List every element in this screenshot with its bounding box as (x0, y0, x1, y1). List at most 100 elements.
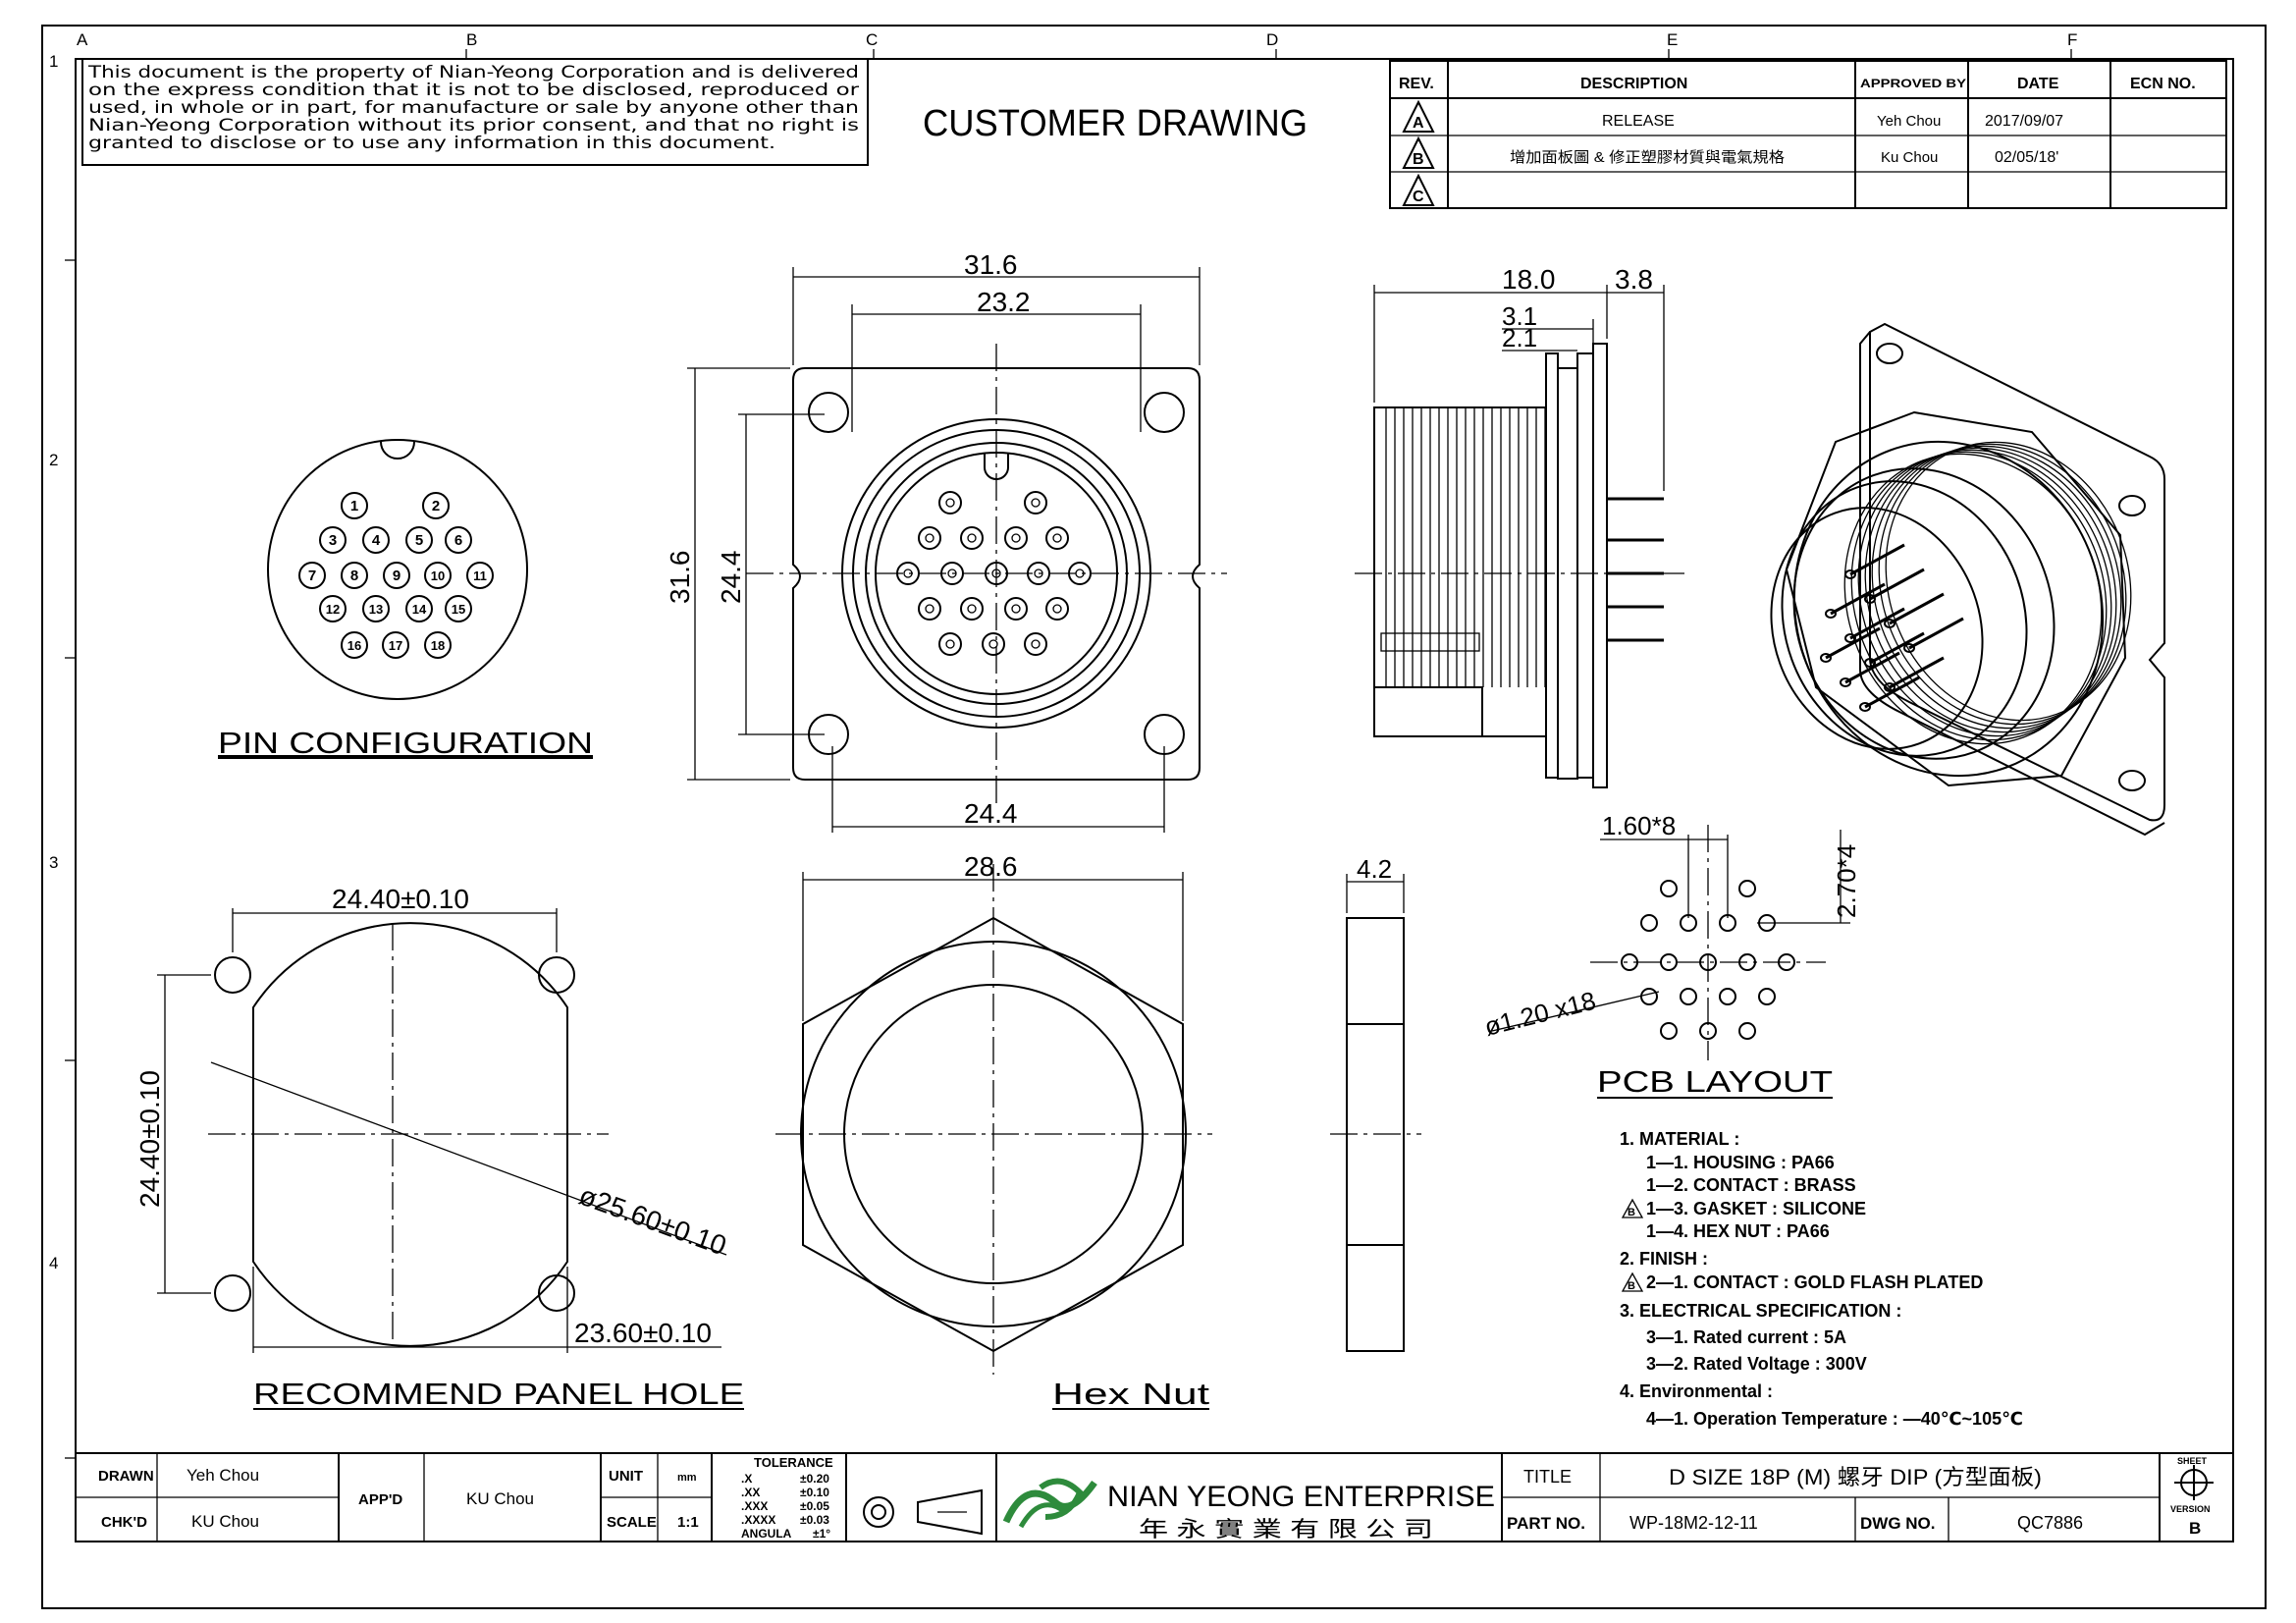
front-contact-3-core (925, 533, 934, 543)
front-contact-13-core (967, 604, 977, 614)
pin-5-circle (405, 526, 433, 554)
pin-9-circle (383, 562, 410, 589)
dim-panel-diameter: ø25.60±0.10 (575, 1180, 730, 1262)
title-label: TITLE (1523, 1467, 1572, 1487)
approved-by: KU Chou (466, 1489, 534, 1508)
note-line-3: 1—2. CONTACT : BRASS (1646, 1175, 1856, 1195)
dim-panel-height: 24.40±0.10 (134, 1070, 165, 1208)
pin-1-circle (341, 492, 368, 519)
version-label: VERSION (2170, 1504, 2211, 1514)
pcb-hole-13 (1680, 988, 1697, 1005)
front-contact-15 (1045, 597, 1069, 621)
side-thread-lines (1385, 407, 1546, 687)
pin-11-label: 11 (473, 568, 487, 583)
inner-border (75, 58, 2234, 1542)
outer-border (41, 25, 2267, 1609)
note-rev-marker-2-letter: B (1628, 1280, 1635, 1292)
title-value: D SIZE 18P (M) 螺牙 DIP (方型面板) (1669, 1465, 2042, 1489)
tolerance-key-2: .XX (741, 1486, 760, 1499)
pin-13-label: 13 (369, 602, 383, 617)
pcb-hole-10 (1738, 953, 1756, 971)
dim-pcb-pitch-y: 2.70*4 (1832, 844, 1861, 918)
front-view: 31.6 23.2 31.6 24.4 24.4 (665, 249, 1227, 833)
note-rev-marker-1 (1621, 1198, 1644, 1218)
rev-a-triangle (1402, 99, 1435, 133)
zone-markers: A B C D E F 1 2 3 4 (49, 30, 2077, 1459)
iso-pin (1844, 651, 1900, 684)
front-contact-14-core (1011, 604, 1021, 614)
note-line-1: 1. MATERIAL : (1620, 1129, 1739, 1149)
company-logo-icon (1002, 1478, 1097, 1529)
rev-b-letter: B (1413, 151, 1424, 168)
iso-pin-tip (1825, 609, 1837, 619)
pcb-hole-15 (1758, 988, 1776, 1005)
iso-pin-tip (1884, 682, 1896, 692)
pin-18-label: 18 (431, 638, 445, 653)
dim-side-flange: 3.1 (1502, 301, 1537, 331)
rev-header-ecn: ECN NO. (2130, 76, 2196, 92)
rev-a-letter: A (1413, 115, 1424, 132)
isometric-pins (1820, 543, 1964, 712)
iso-pin (1908, 617, 1964, 650)
revision-table: REV. DESCRIPTION APPROVED BY DATE ECN NO… (1389, 60, 2227, 209)
notice-line-3: used, in whole or in part, for manufactu… (88, 98, 859, 118)
pin-17-circle (382, 631, 409, 659)
pin-3-circle (319, 526, 347, 554)
checked-label: CHK'D (101, 1514, 147, 1531)
iso-pin (1869, 631, 1925, 665)
notes: 1. MATERIAL : 1—1. HOUSING : PA66 1—2. C… (1620, 1129, 2023, 1429)
company-chinese-name: 年 永 實 業 有 限 公 司 (1139, 1517, 1433, 1542)
version: B (2189, 1519, 2201, 1538)
pin-10-label: 10 (431, 568, 445, 583)
pcb-hole-17 (1699, 1022, 1717, 1040)
note-line-9: 3—1. Rated current : 5A (1646, 1327, 1846, 1347)
iso-thread (1885, 441, 2132, 722)
pcb-holes (1621, 880, 1795, 1040)
pcb-hole-18 (1738, 1022, 1756, 1040)
rev-c-letter: C (1413, 189, 1424, 205)
unit-value: mm (677, 1472, 697, 1484)
pin-12-label: 12 (326, 602, 340, 617)
pin-12-circle (319, 595, 347, 622)
note-line-11: 4. Environmental : (1620, 1381, 1773, 1401)
iso-pin-tip (1859, 702, 1871, 712)
pin-14-circle (405, 595, 433, 622)
sheet-label: SHEET (2177, 1456, 2208, 1466)
pin-16-label: 16 (347, 638, 361, 653)
pcb-hole-7 (1621, 953, 1638, 971)
front-contact-1 (938, 491, 962, 514)
pin-1-label: 1 (350, 498, 358, 514)
note-line-6: 2. FINISH : (1620, 1249, 1708, 1269)
drawn-by: Yeh Chou (187, 1466, 259, 1485)
pin-15-label: 15 (452, 602, 465, 617)
pcb-hole-2 (1738, 880, 1756, 897)
part-no: WP-18M2-12-11 (1629, 1513, 1758, 1533)
pin-15-circle (445, 595, 472, 622)
rev-b-triangle (1402, 135, 1435, 169)
dim-front-hole-width: 24.4 (964, 798, 1018, 829)
notice-line-2: on the express condition that it is not … (88, 81, 859, 100)
front-contact-4 (960, 526, 984, 550)
dim-front-overall-height: 31.6 (665, 551, 695, 605)
pin-10-circle (424, 562, 452, 589)
tolerance-val-4: ±0.03 (800, 1513, 829, 1527)
iso-pin-tip (1884, 619, 1896, 628)
dim-panel-width: 24.40±0.10 (332, 884, 469, 914)
tolerance-key-3: .XXX (741, 1499, 768, 1513)
rev-a-description: RELEASE (1602, 113, 1675, 130)
iso-pin-tip (1820, 653, 1832, 663)
side-view: 18.0 3.8 3.1 2.1 (1355, 264, 1688, 788)
dim-front-hole-height: 24.4 (716, 551, 746, 605)
pcb-hole-1 (1660, 880, 1678, 897)
company-name: NIAN YEONG ENTERPRISE (1107, 1481, 1495, 1513)
title-block: DRAWN Yeh Chou CHK'D KU Chou APP'D KU Ch… (75, 1452, 2234, 1542)
rev-b-approved: Ku Chou (1881, 149, 1938, 166)
front-contact-4-core (967, 533, 977, 543)
pin-2-circle (422, 492, 450, 519)
front-contact-16-core (945, 639, 955, 649)
hex-nut-title: Hex Nut (1052, 1377, 1210, 1411)
front-contact-15-core (1052, 604, 1062, 614)
zone-letter-b: B (466, 30, 477, 49)
note-line-7: 2—1. CONTACT : GOLD FLASH PLATED (1646, 1272, 1983, 1292)
header-title: CUSTOMER DRAWING (923, 103, 1308, 144)
